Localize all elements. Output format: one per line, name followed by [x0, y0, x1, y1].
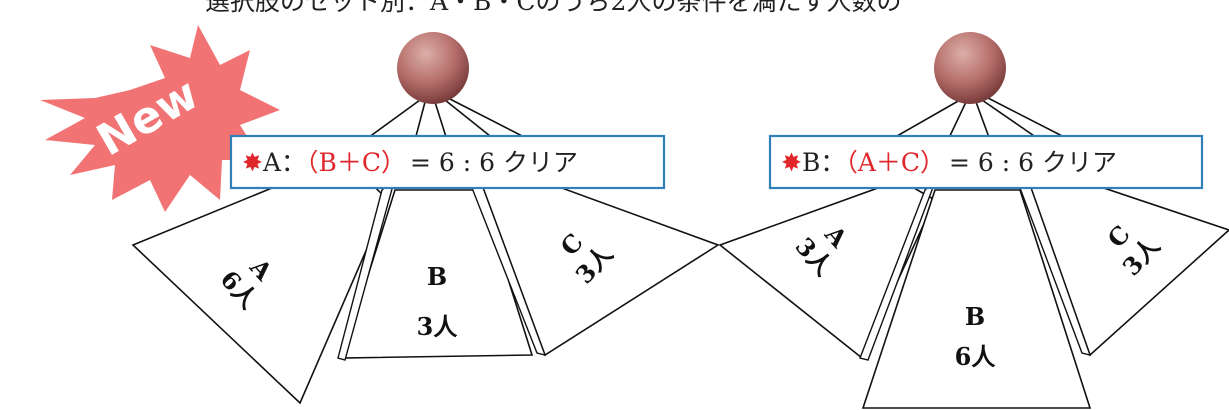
ball-right [934, 32, 1006, 104]
formula-box-right [768, 134, 1204, 190]
sector-b-right-label: B 6人 [955, 302, 996, 371]
svg-text:6人: 6人 [955, 342, 996, 371]
new-badge: New [40, 25, 280, 212]
formula-box-left [229, 134, 666, 190]
diagram-left: ✸A：（B＋C）= 6 : 6 クリア A 6人 B 3人 C 3人 [131, 32, 720, 405]
sector-b-left-label: B 3人 [417, 262, 458, 341]
formula-right: ✸B：（A＋C）= 6 : 6 クリア [781, 148, 1117, 177]
top-caption: 選択肢のセット別：A・B・Cのうち2人の条件を満たす人数の [205, 0, 901, 16]
diagram-right: ✸B：（A＋C）= 6 : 6 クリア A 3人 B 6人 C 3人 [718, 32, 1229, 409]
sector-b-right [861, 189, 1092, 409]
formula-left: ✸A：（B＋C）= 6 : 6 クリア [242, 148, 578, 177]
ball-left [397, 32, 469, 104]
svg-text:B: B [965, 302, 985, 331]
svg-text:3人: 3人 [417, 312, 458, 341]
svg-text:B: B [427, 262, 447, 291]
